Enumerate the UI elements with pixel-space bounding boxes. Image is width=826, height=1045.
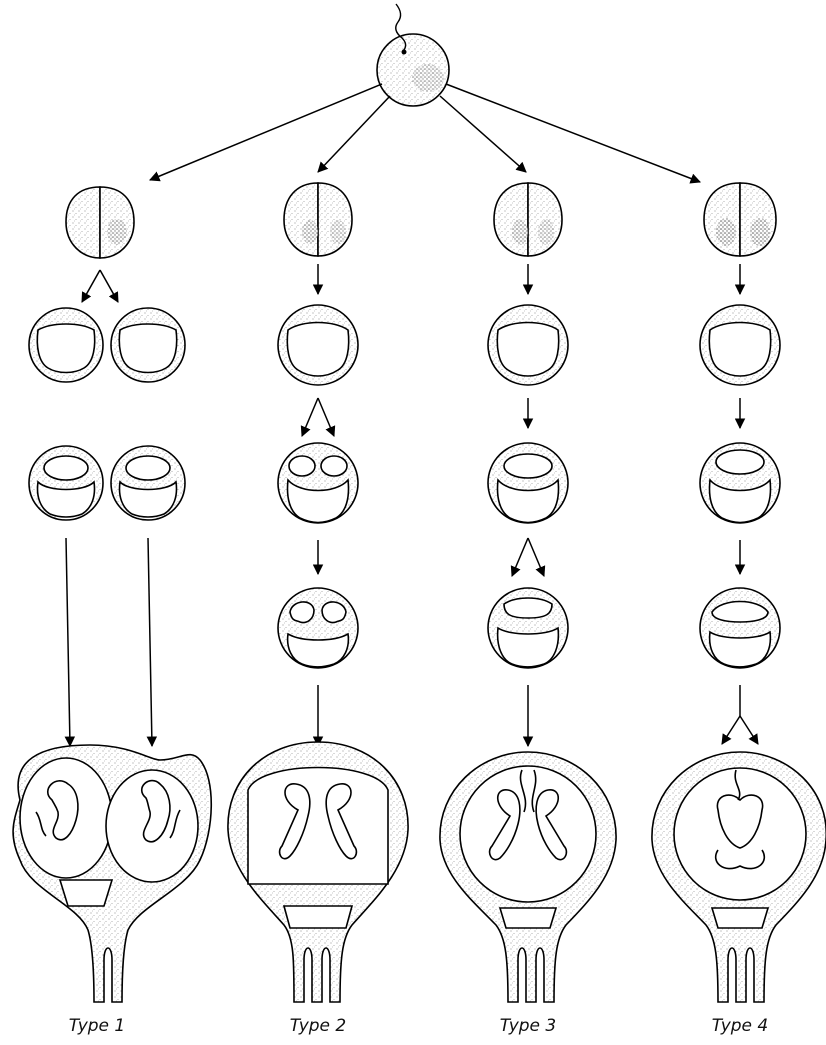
type-2-label: Type 2	[289, 1016, 347, 1036]
blastocyst-4	[699, 304, 781, 386]
type-4-label: Type 4	[711, 1016, 769, 1036]
two-cell-2	[283, 182, 353, 257]
zygote	[376, 3, 450, 107]
uterus-type-2	[227, 741, 409, 1003]
uterus-type-1	[12, 744, 213, 1003]
blastocyst-1a	[28, 307, 104, 383]
two-cell-1	[65, 186, 135, 259]
blastocyst-1b	[110, 307, 186, 383]
amnion-2	[277, 587, 359, 669]
uterus-type-4	[651, 751, 826, 1003]
embryo-2	[277, 442, 359, 524]
type-3-label: Type 3	[499, 1016, 557, 1036]
embryo-3	[487, 442, 569, 524]
type-1-label: Type 1	[68, 1016, 126, 1036]
two-cell-embryos	[65, 182, 777, 259]
blastocyst-3	[487, 304, 569, 386]
embryo-4	[699, 442, 781, 524]
arrows-to-inner-mass	[300, 397, 746, 437]
uterus-type-3	[439, 751, 617, 1003]
embryo-1a	[28, 445, 104, 521]
zygote-arrows	[149, 83, 701, 184]
two-cell-3	[493, 182, 563, 257]
amnion-3	[487, 587, 569, 669]
blastocyst-2	[277, 304, 359, 386]
two-cell-4	[703, 182, 777, 257]
arrows-to-uterus	[64, 537, 759, 748]
embryo-1b	[110, 445, 186, 521]
inner-cell-mass-stage	[28, 442, 781, 524]
blastocysts	[28, 304, 781, 386]
arrows-row-3	[312, 537, 746, 577]
amnion-4	[699, 587, 781, 669]
amnion-stage	[277, 587, 781, 669]
arrows-to-blastocyst	[81, 264, 746, 303]
